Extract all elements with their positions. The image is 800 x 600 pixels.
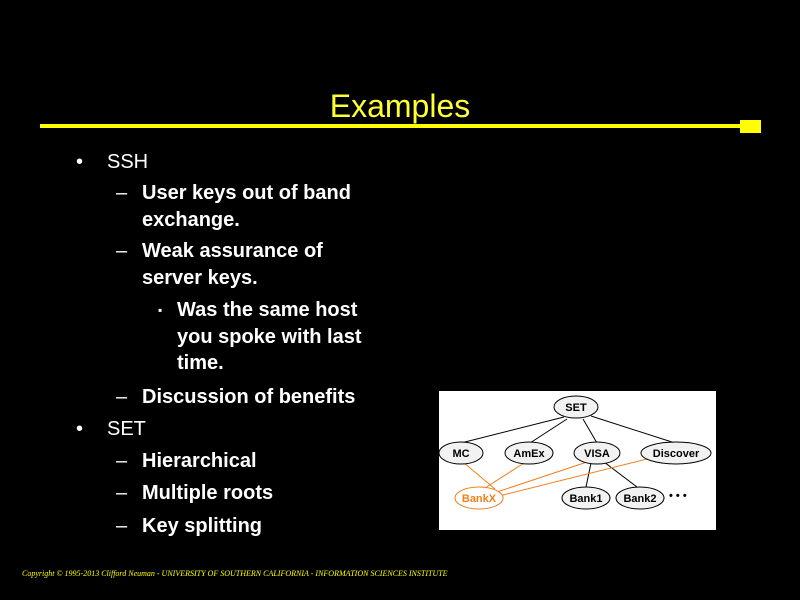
hierarchy-graph: SET MC AmEx VISA Discover BankX Bank1 Ba… <box>439 395 712 510</box>
set-hierarchy-diagram: SET MC AmEx VISA Discover BankX Bank1 Ba… <box>439 391 716 530</box>
edge-set-discover <box>590 415 676 444</box>
edge-amex-bankx <box>484 462 525 489</box>
node-discover-label: Discover <box>653 448 700 460</box>
node-amex <box>504 441 554 465</box>
bankx-edges <box>462 456 656 497</box>
slide-title: Examples <box>329 88 471 124</box>
title-underline-endcap <box>740 120 761 133</box>
subitem-user-keys-line1: User keys out of band <box>142 182 351 204</box>
node-mc <box>439 441 484 465</box>
node-set <box>553 395 599 419</box>
node-amex-label: AmEx <box>513 448 545 460</box>
title-underline <box>40 124 746 128</box>
bullet-marker: • <box>76 151 84 173</box>
subsubitem-same-host-line2: you spoke with last <box>177 326 362 348</box>
subsubitem-same-host-line1: Was the same host <box>177 299 358 321</box>
subitem-discussion: Discussion of benefits <box>142 386 356 408</box>
subitem-weak-assurance-line1: Weak assurance of <box>142 240 323 262</box>
edge-visa-bank1 <box>585 462 592 488</box>
node-bank2-label: Bank2 <box>623 493 656 505</box>
hierarchy-edges <box>460 415 676 488</box>
ellipsis-more-banks: • • • <box>669 490 687 502</box>
subitem-weak-assurance-line2: server keys. <box>142 267 258 289</box>
node-discover <box>640 441 712 465</box>
node-bankx-label: BankX <box>462 493 497 505</box>
copyright-footer: Copyright © 1995-2013 Clifford Neuman - … <box>22 569 448 578</box>
edge-visa-bankx <box>496 461 588 493</box>
subitem-multiple-roots: Multiple roots <box>142 482 274 504</box>
bullet-list: • SSH – User keys out of band exchange. … <box>76 151 362 537</box>
dash-marker: – <box>116 386 128 408</box>
edge-set-amex <box>529 418 568 444</box>
dash-marker: – <box>116 182 128 204</box>
node-set-label: SET <box>565 402 587 414</box>
node-visa <box>573 441 621 465</box>
edge-set-mc <box>460 416 565 444</box>
dash-marker: – <box>116 240 128 262</box>
node-bank1 <box>561 486 611 510</box>
edge-discover-bankx <box>498 456 656 497</box>
edge-set-visa <box>582 418 598 444</box>
hierarchy-nodes: SET MC AmEx VISA Discover BankX Bank1 Ba… <box>439 395 712 510</box>
edge-visa-bank2 <box>603 461 638 488</box>
node-visa-label: VISA <box>584 448 610 460</box>
bullet-set: SET <box>107 418 146 440</box>
bullet-marker: • <box>76 418 84 440</box>
subitem-hierarchical: Hierarchical <box>142 450 257 472</box>
dash-marker: – <box>116 515 128 537</box>
dash-marker: – <box>116 450 128 472</box>
node-bank2 <box>615 486 665 510</box>
square-marker: ▪ <box>158 303 163 317</box>
subsubitem-same-host-line3: time. <box>177 352 224 374</box>
subitem-user-keys-line2: exchange. <box>142 209 240 231</box>
bullet-ssh: SSH <box>107 151 149 173</box>
subitem-key-splitting: Key splitting <box>142 515 263 537</box>
node-mc-label: MC <box>452 448 469 460</box>
node-bankx <box>454 486 504 510</box>
node-bank1-label: Bank1 <box>569 493 602 505</box>
dash-marker: – <box>116 482 128 504</box>
